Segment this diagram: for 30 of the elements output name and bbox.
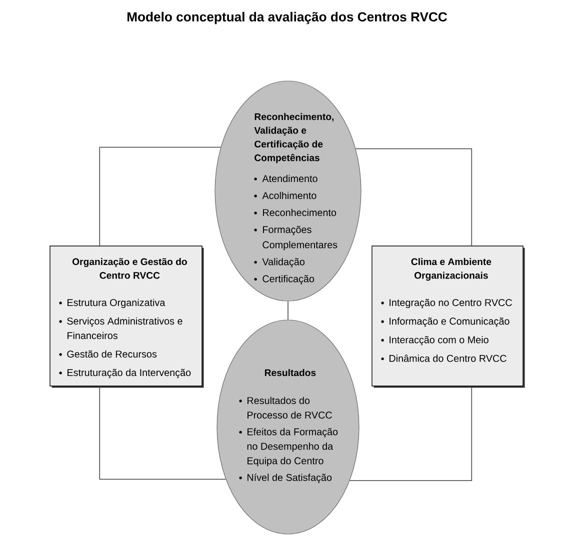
- list-item: Atendimento: [262, 174, 318, 182]
- list-item: Certificação: [262, 275, 314, 284]
- list-item: Integração no Centro RVCC: [390, 298, 512, 308]
- connector-line: [355, 148, 472, 246]
- list-item: Resultados do Processo de RVCC: [248, 396, 332, 419]
- title: Modelo conceptual da avaliação dos Centros RVCC: [128, 12, 448, 24]
- list-item: Dinâmica do Centro RVCC: [390, 354, 506, 362]
- list-item: Nível de Satisfação: [248, 474, 332, 483]
- list-item: Efeitos da Formação no Desempenho da Equipa do Centro: [247, 428, 338, 466]
- list-item: Gestão de Recursos: [67, 350, 157, 358]
- connector-line: [99, 386, 226, 480]
- heading: Organização e Gestão do Centro RVCC: [72, 258, 187, 279]
- connector-line: [99, 146, 222, 246]
- connector-line: [349, 386, 472, 482]
- heading: Clima e Ambiente Organizacionais: [411, 258, 492, 281]
- list-item: Estruturação da Intervenção: [68, 368, 191, 378]
- box: [50, 246, 204, 388]
- ellipse: [214, 80, 362, 302]
- ellipse: [216, 320, 360, 534]
- list-item: Reconhecimento: [263, 208, 336, 216]
- list-item: Informação e Comunicação: [390, 317, 510, 327]
- heading: Resultados: [264, 369, 316, 376]
- box: [372, 246, 525, 388]
- list-item: Estrutura Organizativa: [68, 298, 166, 308]
- list-item: Interacção com o Meio: [390, 336, 488, 346]
- list-item: Validação: [262, 258, 305, 268]
- heading: Reconhecimento, Validação e Certificação de Competências: [254, 113, 334, 164]
- list-item: Serviços Administrativos e Financeiros: [67, 317, 182, 340]
- list-item: Formações Complementares: [262, 226, 338, 250]
- list-item: Acolhimento: [262, 192, 316, 200]
